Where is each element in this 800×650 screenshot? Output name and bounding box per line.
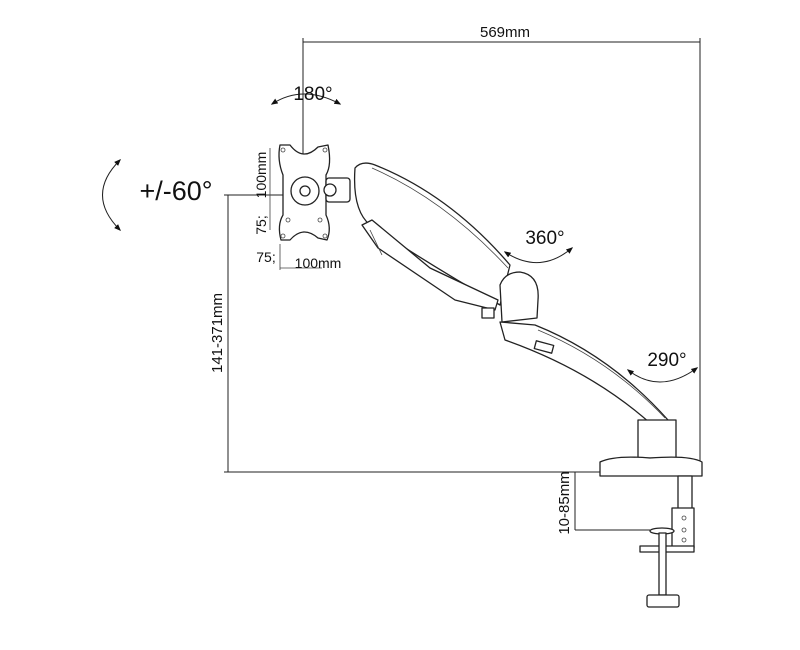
clamp-label: 10-85mm [556,471,573,534]
base-column [599,419,703,477]
reach-label: 569mm [480,24,530,41]
lower-arm [499,321,669,424]
upper-arm [353,162,511,311]
clamp-dimension: 10-85mm [556,471,662,535]
vesa-vertical-label: 100mm [253,152,269,199]
vesa-vertical-alt-label: 75; [253,215,269,234]
reach-dimension: 569mm [302,24,701,472]
tilt-joint [323,177,351,203]
tilt-label: +/-60° [139,176,212,206]
height-label: 141-371mm [209,293,226,373]
vesa-plate [278,144,331,241]
vesa-horizontal-alt-label: 75; [256,249,275,265]
swivel-360-indicator: 360° [503,228,574,264]
swivel-290-indicator: 290° [626,350,699,383]
vesa-horizontal-label: 100mm [295,255,342,271]
rotate-label: 180° [293,84,332,105]
tilt-60-indicator: +/-60° [102,159,213,231]
elbow-joint [481,271,539,323]
vesa-dimensions: 100mm 75; 75; 100mm [253,148,341,271]
swivel-upper-label: 360° [525,228,564,249]
swivel-base-label: 290° [647,350,686,371]
rotate-180-indicator: 180° [270,84,342,105]
desk-clamp [639,475,695,608]
